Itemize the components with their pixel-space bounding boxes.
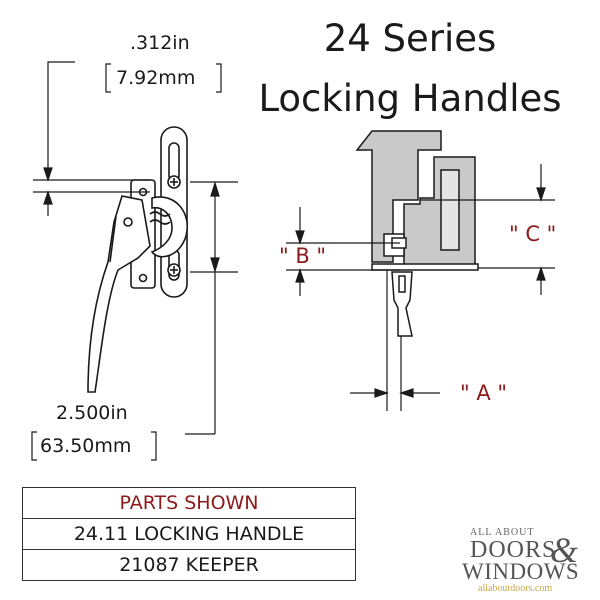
bracket-63-50-left: [31, 431, 37, 461]
handle-lever: [87, 195, 151, 393]
b-arrow-up: [295, 268, 305, 283]
logo-url: allaboutdoors.com: [478, 583, 552, 594]
dim-top-mm: 7.92mm: [116, 67, 196, 89]
dimension-brackets: [31, 63, 222, 461]
label-b: " B ": [279, 244, 327, 268]
logo-ampersand: &: [550, 530, 578, 570]
parts-table: PARTS SHOWN 24.11 LOCKING HANDLE 21087 K…: [22, 487, 356, 581]
dim-2500-arrow-up: [210, 180, 220, 197]
sash-profile: [355, 130, 442, 263]
dim-312-leader: [47, 61, 75, 176]
handle-inner-edge: [109, 215, 117, 263]
parts-table-row: 21087 KEEPER: [23, 549, 355, 580]
bracket-7-92-left: [105, 63, 111, 93]
dim-312-arrow-down: [43, 167, 53, 182]
company-logo: ALL ABOUT DOORS & WINDOWS allaboutdoors.…: [462, 527, 579, 594]
dim-2500-arrow-down: [210, 257, 220, 274]
handle-section: [391, 271, 413, 337]
dimension-lines-right: [286, 164, 555, 411]
a-arrow-right: [374, 388, 389, 398]
dim-bottom-mm: 63.50mm: [40, 435, 132, 457]
frame-inner-channel: [440, 169, 460, 251]
parts-table-row: 24.11 LOCKING HANDLE: [23, 518, 355, 549]
logo-word-1: DOORS: [470, 537, 556, 563]
screw-top: [167, 175, 181, 189]
title-line-1: 24 Series: [323, 17, 497, 60]
a-arrow-left: [399, 388, 414, 398]
handle-screw: [398, 275, 406, 293]
c-arrow-down: [536, 187, 546, 202]
bracket-7-92-right: [216, 63, 222, 93]
dim-bottom-inches: 2.500in: [56, 402, 128, 424]
title-line-2: Locking Handles: [258, 77, 562, 120]
bracket-63-50-right: [151, 431, 157, 461]
handle-pivot: [123, 217, 133, 227]
handle-spring: [149, 211, 171, 225]
base-rivet-bottom: [138, 273, 148, 283]
logo-line-1: ALL ABOUT: [470, 527, 534, 538]
dimension-lines-left: [33, 61, 238, 435]
dim-312-arrow-up: [43, 190, 53, 205]
b-arrow-down: [295, 230, 305, 245]
locking-handle-drawing: [87, 126, 189, 393]
logo-word-2: WINDOWS: [462, 559, 579, 584]
c-arrow-up: [536, 266, 546, 281]
dim-top-inches: .312in: [130, 32, 190, 54]
sill-plate: [371, 263, 479, 271]
cross-section-drawing: [355, 130, 479, 337]
parts-table-header: PARTS SHOWN: [119, 492, 259, 514]
screw-bottom: [167, 263, 181, 277]
label-c: " C ": [509, 222, 557, 246]
label-a: " A ": [460, 381, 508, 405]
